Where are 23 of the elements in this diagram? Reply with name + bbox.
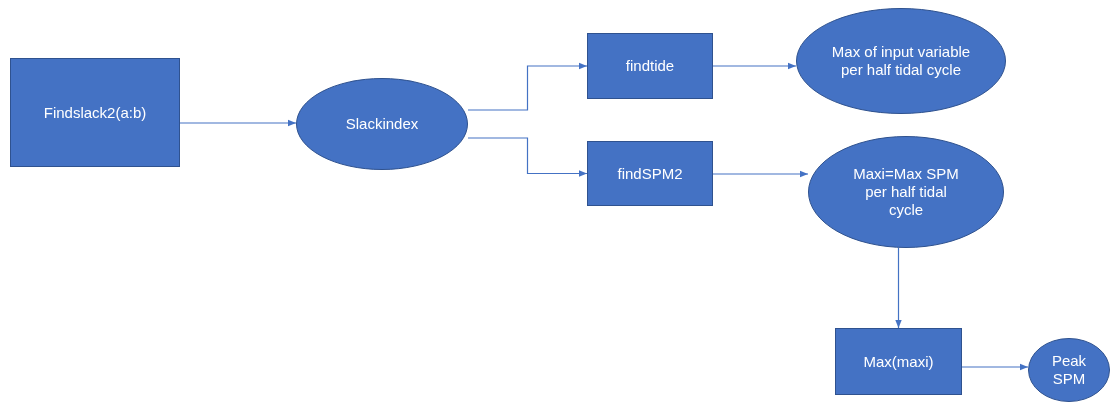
arrow [467,137,588,177]
node-label: Peak SPM [1050,352,1088,388]
process-box [587,141,713,206]
arrow [712,170,809,178]
process-box [835,328,962,395]
arrow [179,119,297,127]
node-label: Findslack2(a:b) [43,103,147,122]
process-ellipse [1028,338,1110,402]
node-label: Slackindex [345,115,419,133]
process-ellipse [296,78,468,170]
process-box [10,58,180,167]
node-label: Maxi=Max SPM per half tidal cycle [852,165,960,219]
process-box [587,33,713,99]
arrow [895,247,902,329]
node-label: Max(maxi) [863,352,934,371]
node-label: findtide [625,57,675,75]
arrow [961,363,1029,371]
arrow [467,62,588,111]
process-ellipse [808,136,1004,248]
process-ellipse [796,8,1006,114]
node-label: Max of input variable per half tidal cycle [831,43,971,79]
arrow [712,62,797,70]
node-label: findSPM2 [617,164,683,183]
